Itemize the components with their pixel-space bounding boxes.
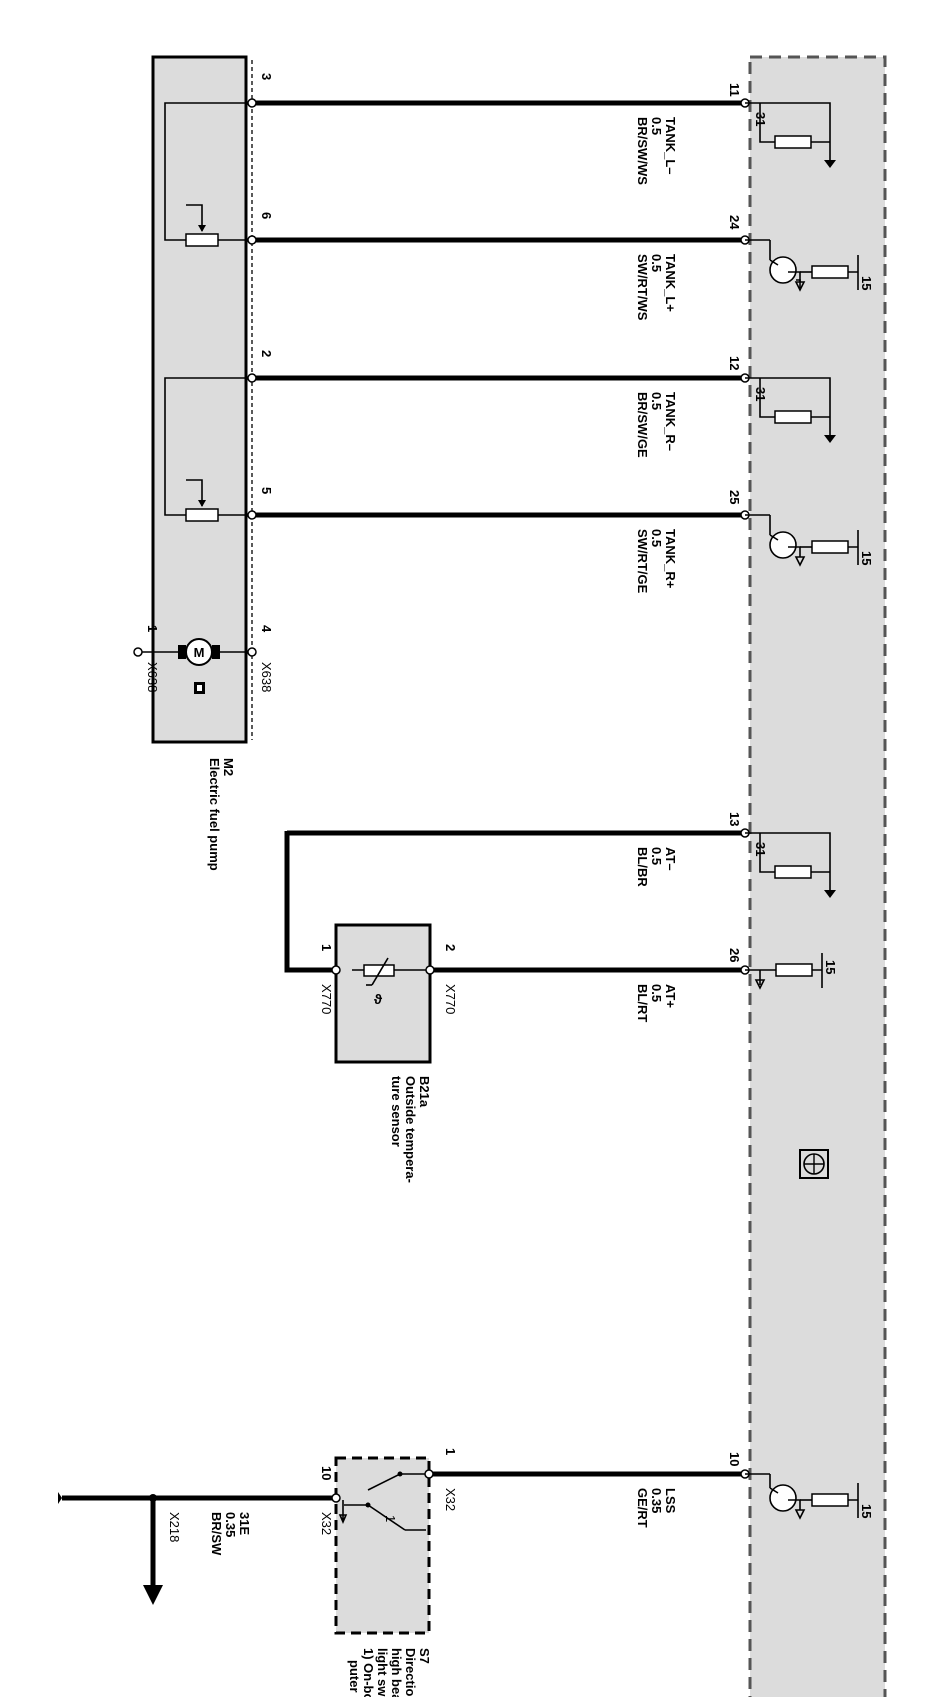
labels: 11 24 12 25 13 26 10 31 31 31 15 15 15 1… <box>145 73 874 1697</box>
svg-text:BR/SW/GE: BR/SW/GE <box>635 392 650 458</box>
svg-text:TANK_R+: TANK_R+ <box>663 529 678 589</box>
svg-text:AT+: AT+ <box>663 984 678 1008</box>
pump-pin-6: 6 <box>259 212 274 219</box>
switch-desc-1: Direction ind <box>403 1648 418 1697</box>
sensor-name-1: Outside tempera- <box>403 1076 418 1183</box>
wire-label-tank-l-plus: TANK_L+ 0.5 SW/RT/WS <box>635 254 678 321</box>
cu-pin-12: 12 <box>727 356 742 370</box>
svg-text:0.5: 0.5 <box>649 392 664 410</box>
wires <box>58 100 745 1605</box>
wire-at-minus-loop <box>284 831 336 973</box>
pump-ref: M2 <box>221 758 236 776</box>
wire-label-tank-r-minus: TANK_R– 0.5 BR/SW/GE <box>635 392 678 458</box>
control-unit <box>748 55 887 1697</box>
motor-letter: M <box>194 645 205 660</box>
switch-desc-2: high beam h <box>389 1648 404 1697</box>
sensor-pin-2: 2 <box>443 944 458 951</box>
svg-text:TANK_L–: TANK_L– <box>663 117 678 175</box>
pump-pin-3: 3 <box>259 73 274 80</box>
supply-label-1: 15 <box>859 276 874 290</box>
svg-text:BL/BR: BL/BR <box>635 847 650 887</box>
pump-connector-left: X638 <box>145 662 160 692</box>
svg-text:0.35: 0.35 <box>649 1488 664 1513</box>
pump-pin-5: 5 <box>259 487 274 494</box>
connector-markers <box>133 98 750 1503</box>
svg-text:GE/RT: GE/RT <box>635 1488 650 1528</box>
wire-label-31e: 31E 0.35 BR/SW <box>209 1512 252 1556</box>
svg-text:LSS: LSS <box>663 1488 678 1514</box>
sensor-connector-right: X770 <box>443 984 458 1014</box>
svg-text:0.35: 0.35 <box>223 1512 238 1537</box>
switch-module <box>334 1456 431 1635</box>
pump-connector-right: X638 <box>259 662 274 692</box>
wire-label-at-minus: AT– 0.5 BL/BR <box>635 847 678 887</box>
switch-contact-label: 1 <box>383 1515 398 1522</box>
svg-text:AT–: AT– <box>663 847 678 871</box>
cu-pin-24: 24 <box>727 215 742 230</box>
pump-pin-1: 1 <box>145 625 160 632</box>
svg-text:BR/SW: BR/SW <box>209 1512 224 1556</box>
wire-label-tank-l-minus: TANK_L– 0.5 BR/SW/WS <box>635 117 678 185</box>
svg-text:TANK_R–: TANK_R– <box>663 392 678 451</box>
svg-text:BL/RT: BL/RT <box>635 984 650 1022</box>
cu-pin-11: 11 <box>727 83 742 97</box>
cu-pin-25: 25 <box>727 490 742 504</box>
wire-label-lss: LSS 0.35 GE/RT <box>635 1488 678 1528</box>
sensor-ref: B21a <box>417 1076 432 1108</box>
splice-ref: X218 <box>167 1512 182 1542</box>
control-unit-circuits <box>745 102 859 1520</box>
cu-pin-26: 26 <box>727 948 742 962</box>
svg-text:TANK_L+: TANK_L+ <box>663 254 678 312</box>
cu-pin-10: 10 <box>727 1452 742 1466</box>
svg-text:SW/RT/GE: SW/RT/GE <box>635 529 650 594</box>
svg-text:0.5: 0.5 <box>649 529 664 547</box>
switch-connector-bottom: X32 <box>319 1512 334 1535</box>
pump-pin-2: 2 <box>259 350 274 357</box>
cu-pin-13: 13 <box>727 812 742 826</box>
sensor-pin-1: 1 <box>319 944 334 951</box>
svg-text:0.5: 0.5 <box>649 117 664 135</box>
svg-text:31E: 31E <box>237 1512 252 1535</box>
switch-pin-10: 10 <box>319 1466 334 1480</box>
switch-desc-5: puter butt <box>347 1660 362 1697</box>
temp-symbol: ϑ <box>374 991 383 1007</box>
temp-sensor-module: ϑ <box>334 923 432 1064</box>
switch-pin-1: 1 <box>443 1448 458 1455</box>
switch-desc-4: 1) On-board <box>361 1648 376 1697</box>
ground-label-1: 31 <box>753 112 768 126</box>
wire-label-tank-r-plus: TANK_R+ 0.5 SW/RT/GE <box>635 529 678 594</box>
sensor-name-2: ture sensor <box>389 1076 404 1147</box>
ground-label-2: 31 <box>753 387 768 401</box>
control-unit-emblem-icon <box>799 1149 829 1179</box>
sensor-connector-left: X770 <box>319 984 334 1014</box>
supply-label-4: 15 <box>859 1504 874 1518</box>
supply-label-2: 15 <box>859 551 874 565</box>
svg-text:BR/SW/WS: BR/SW/WS <box>635 117 650 185</box>
svg-text:SW/RT/WS: SW/RT/WS <box>635 254 650 321</box>
switch-ref: S7 <box>417 1648 432 1664</box>
svg-text:0.5: 0.5 <box>649 847 664 865</box>
pump-name: Electric fuel pump <box>207 758 222 871</box>
fuel-pump-module: M <box>138 55 253 744</box>
ground-label-3: 31 <box>753 842 768 856</box>
supply-label-3: 15 <box>823 960 838 974</box>
switch-connector-top: X32 <box>443 1488 458 1511</box>
svg-text:0.5: 0.5 <box>649 984 664 1002</box>
svg-text:0.5: 0.5 <box>649 254 664 272</box>
switch-desc-3: light switch <box>375 1648 390 1697</box>
pump-pin-4: 4 <box>259 625 274 633</box>
wire-label-at-plus: AT+ 0.5 BL/RT <box>635 984 678 1022</box>
